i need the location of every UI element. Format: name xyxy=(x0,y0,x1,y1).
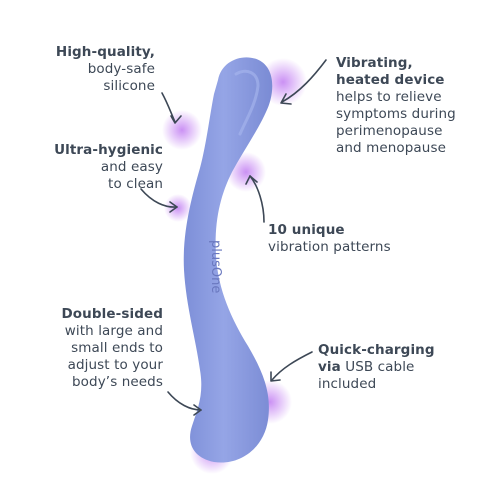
callout-charging: Quick-charging via USB cable included xyxy=(318,342,435,393)
callout-heading: High-quality, xyxy=(55,44,155,60)
callout-heading: Vibrating, xyxy=(336,55,413,71)
callout-heading: Ultra-hygienic xyxy=(54,142,163,158)
brand-logo-text: plusOne xyxy=(208,240,223,293)
callout-text: and easy xyxy=(100,159,163,175)
callout-vibrating: Vibrating, heated device helps to reliev… xyxy=(336,55,456,157)
callout-heading: heated device xyxy=(336,72,445,88)
callout-text: and menopause xyxy=(336,140,446,156)
curved-arrow-icon xyxy=(193,404,202,416)
callout-text: with large and xyxy=(64,323,163,339)
curved-arrow-icon xyxy=(170,115,182,124)
curved-arrow-icon xyxy=(270,371,281,382)
curved-arrow-icon xyxy=(281,59,327,103)
callout-heading: Quick-charging xyxy=(318,342,435,358)
callout-heading: Double-sided xyxy=(61,306,163,322)
curved-arrow-icon xyxy=(280,93,292,105)
callout-text: adjust to your xyxy=(67,357,163,373)
curved-arrow-icon xyxy=(167,391,202,411)
callout-heading: via xyxy=(318,359,341,375)
callout-text: included xyxy=(318,376,377,392)
callout-double-sided: Double-sided with large and small ends t… xyxy=(52,306,163,391)
callout-text: USB cable xyxy=(340,359,415,375)
callout-text: body’s needs xyxy=(72,374,163,390)
callout-hygienic: Ultra-hygienic and easy to clean xyxy=(52,142,163,193)
curved-arrow-icon xyxy=(169,201,178,213)
callout-text: helps to relieve xyxy=(336,89,442,105)
callout-text: to clean xyxy=(108,176,163,192)
callout-silicone: High-quality, body-safe silicone xyxy=(52,44,155,95)
device-highlight xyxy=(234,69,260,136)
glow-spot xyxy=(162,110,202,150)
callout-heading: 10 unique xyxy=(268,222,345,238)
callout-patterns: 10 unique vibration patterns xyxy=(268,222,391,256)
callout-text: body-safe xyxy=(87,61,155,77)
callout-text-row: via USB cable xyxy=(318,359,435,376)
curved-arrow-icon xyxy=(140,188,178,208)
callout-text: vibration patterns xyxy=(268,239,391,255)
callout-text: small ends to xyxy=(71,340,163,356)
callout-text: silicone xyxy=(103,78,155,94)
device-body xyxy=(183,57,273,463)
callout-text: symptoms during xyxy=(336,106,456,122)
curved-arrow-icon xyxy=(245,175,258,185)
glow-spot xyxy=(164,194,192,222)
curved-arrow-icon xyxy=(249,175,265,223)
callout-text: perimenopause xyxy=(336,123,443,139)
curved-arrow-icon xyxy=(271,351,313,381)
